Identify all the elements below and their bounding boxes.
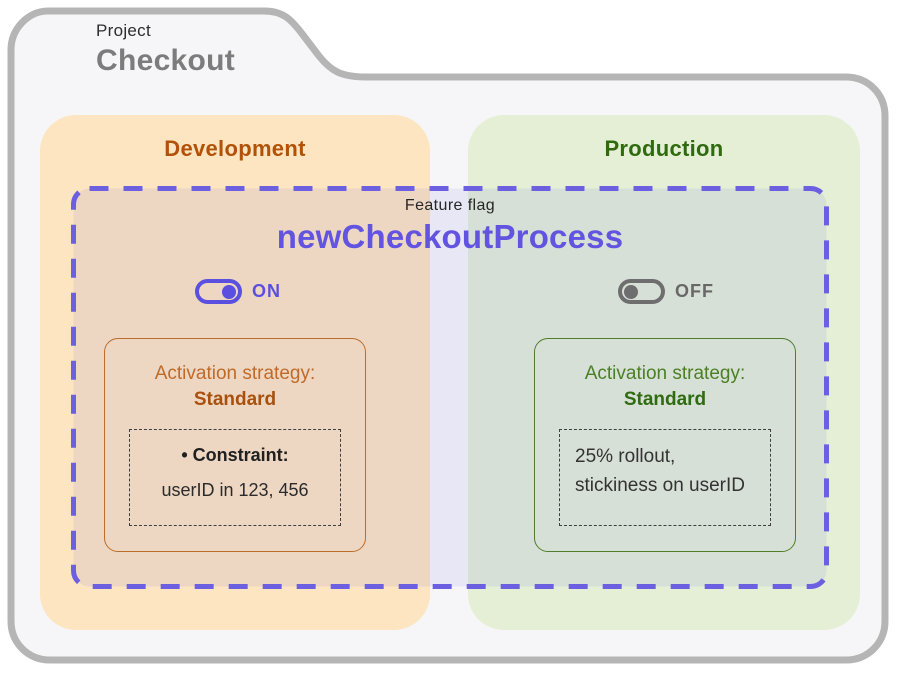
strategy-label: Activation strategy:: [584, 363, 746, 384]
project-label: Project: [96, 21, 152, 40]
strategy-label: Activation strategy:: [154, 363, 316, 384]
constraint-title: • Constraint:: [181, 445, 289, 465]
rollout-box-production: 25% rollout, stickiness on userID: [559, 429, 771, 526]
toggle-knob: [222, 284, 236, 299]
toggle-development[interactable]: [195, 279, 242, 304]
feature-flag-label: Feature flag: [404, 197, 496, 214]
toggle-production[interactable]: [618, 279, 665, 304]
strategy-value: Standard: [193, 389, 277, 410]
stickiness-line: stickiness on userID: [575, 474, 746, 496]
strategy-value: Standard: [623, 389, 707, 410]
feature-flag-region: [71, 186, 829, 589]
feature-flag-heading: Feature flag newCheckoutProcess: [73, 197, 827, 256]
environment-header-production: Production: [604, 136, 724, 161]
toggle-knob: [624, 284, 638, 299]
environment-header-development: Development: [164, 136, 306, 161]
constraint-value: userID in 123, 456: [161, 480, 309, 500]
strategy-card-production: Activation strategy: Standard 25% rollou…: [534, 338, 796, 552]
feature-flag-name: newCheckoutProcess: [276, 218, 624, 255]
toggle-row-development: ON: [195, 279, 281, 304]
toggle-state-label-development: ON: [252, 281, 281, 301]
folder-tab: Project Checkout: [96, 21, 235, 78]
project-title: Checkout: [96, 44, 236, 77]
toggle-state-label-production: OFF: [675, 281, 714, 301]
rollout-line: 25% rollout,: [575, 446, 676, 467]
constraint-box-development: • Constraint: userID in 123, 456: [129, 429, 341, 526]
strategy-card-development: Activation strategy: Standard • Constrai…: [104, 338, 366, 552]
toggle-row-production: OFF: [618, 279, 714, 304]
environment-panel-production: Production: [468, 115, 860, 630]
